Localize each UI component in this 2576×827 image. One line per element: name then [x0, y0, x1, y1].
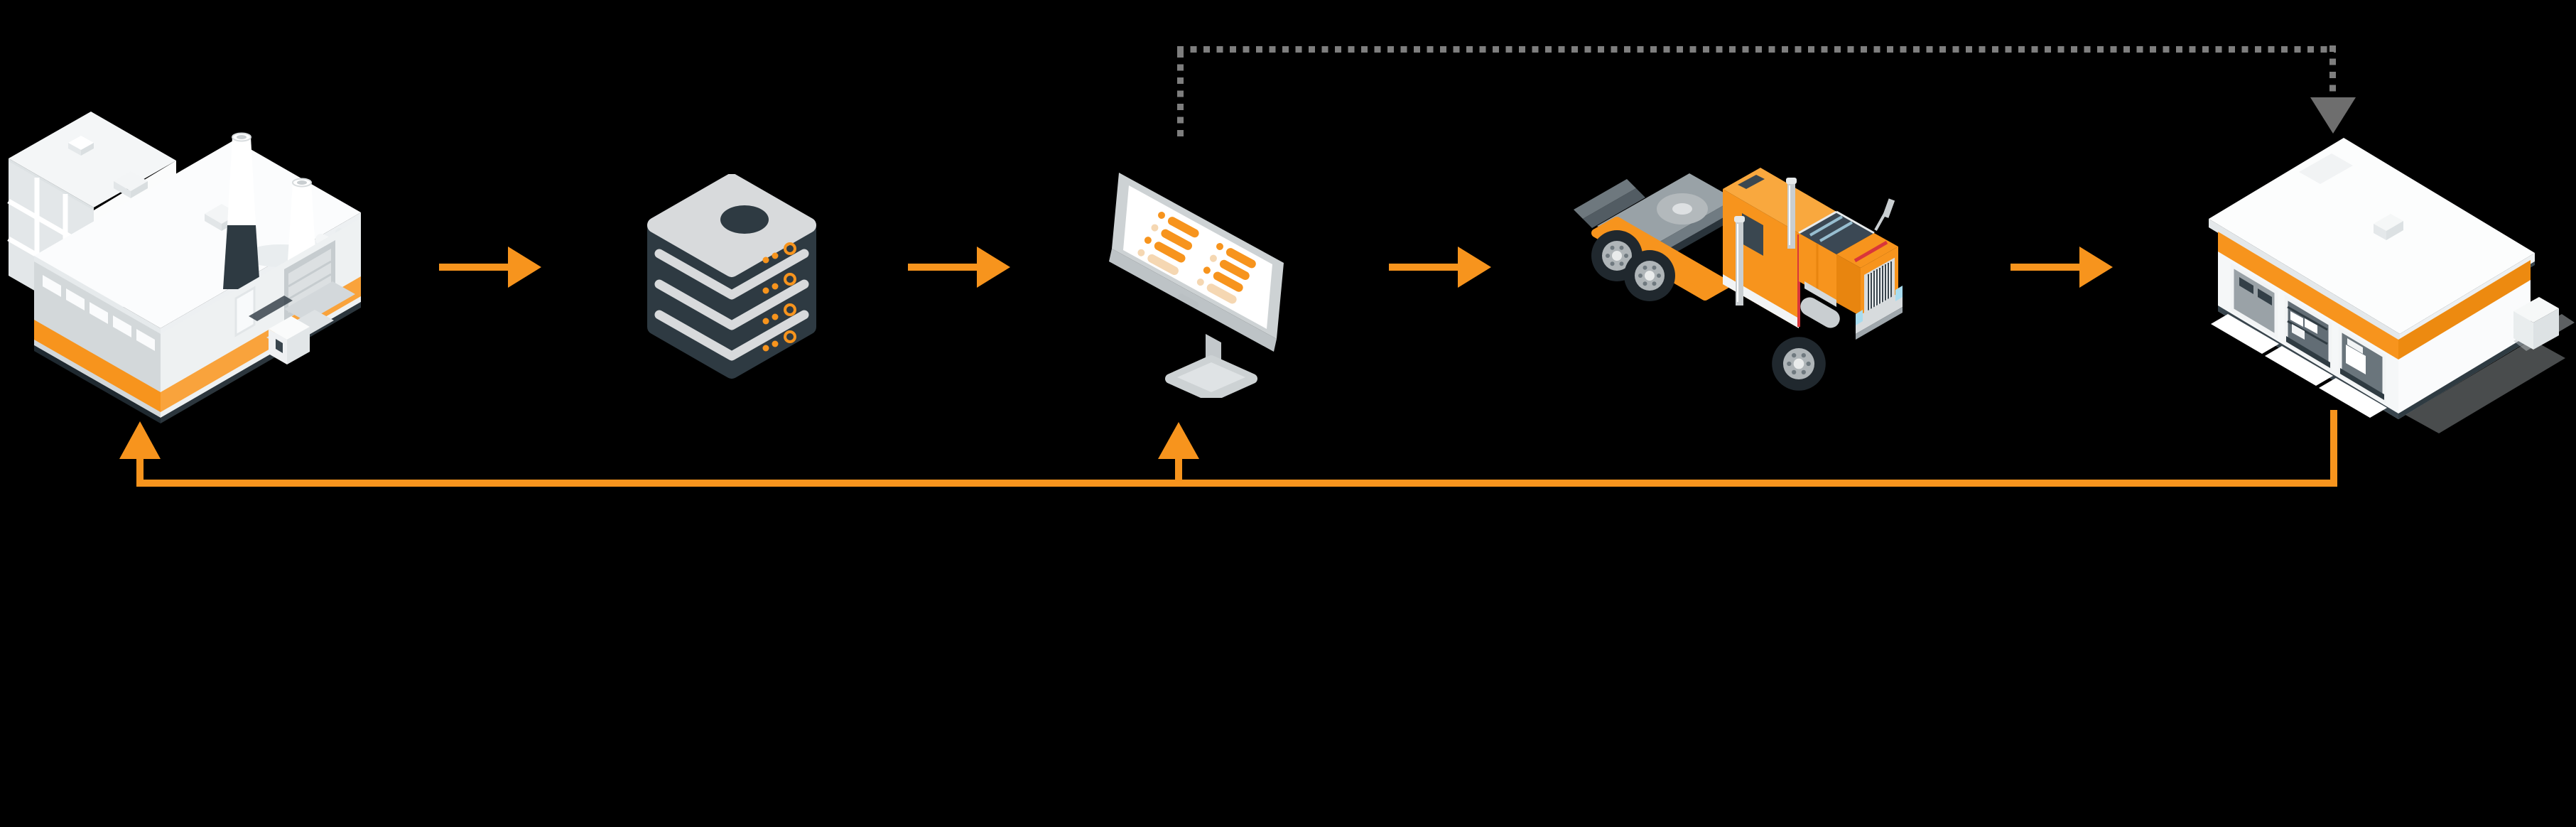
truck-headlight-icon [1895, 286, 1903, 301]
server-stack-body [647, 174, 816, 379]
factory-orange-stripe [34, 320, 161, 412]
store-side-unit [2513, 297, 2575, 351]
store-orange-band [2218, 232, 2398, 360]
feedback-arrowhead-factory-icon [119, 421, 161, 459]
semi-truck-icon [1574, 168, 1903, 391]
flow-arrow-4 [2011, 247, 2113, 288]
truck-exhaust-stacks [1734, 178, 1797, 306]
store-loading-bays [2211, 262, 2387, 418]
monitor-stand [1165, 334, 1257, 398]
store-ground-shadow [2405, 340, 2565, 433]
feedback-path [119, 410, 2337, 487]
dashboard-list-left [1137, 212, 1199, 276]
server-stack-icon [647, 174, 816, 379]
feedback-arrowhead-monitor-icon [1158, 422, 1199, 459]
truck-front-wheel [1772, 337, 1826, 391]
truck-grille [1856, 257, 1903, 340]
factory-loading-dock [249, 281, 355, 364]
dashed-path-arrowhead-icon [2310, 97, 2356, 134]
server-led-lights [762, 242, 796, 352]
flow-arrow-2 [908, 247, 1010, 288]
warehouse-store-icon [2209, 138, 2575, 433]
server-top-vent [720, 205, 769, 234]
dashboard-monitor-icon [1109, 173, 1284, 398]
dashboard-list-right [1196, 243, 1256, 304]
flow-arrow-1 [439, 247, 541, 288]
factory-icon [7, 112, 361, 423]
flow-arrow-3 [1389, 247, 1491, 288]
dashed-info-path [1177, 45, 2336, 136]
truck-headlight-icon [1856, 310, 1863, 325]
monitor-screen [1109, 173, 1284, 352]
